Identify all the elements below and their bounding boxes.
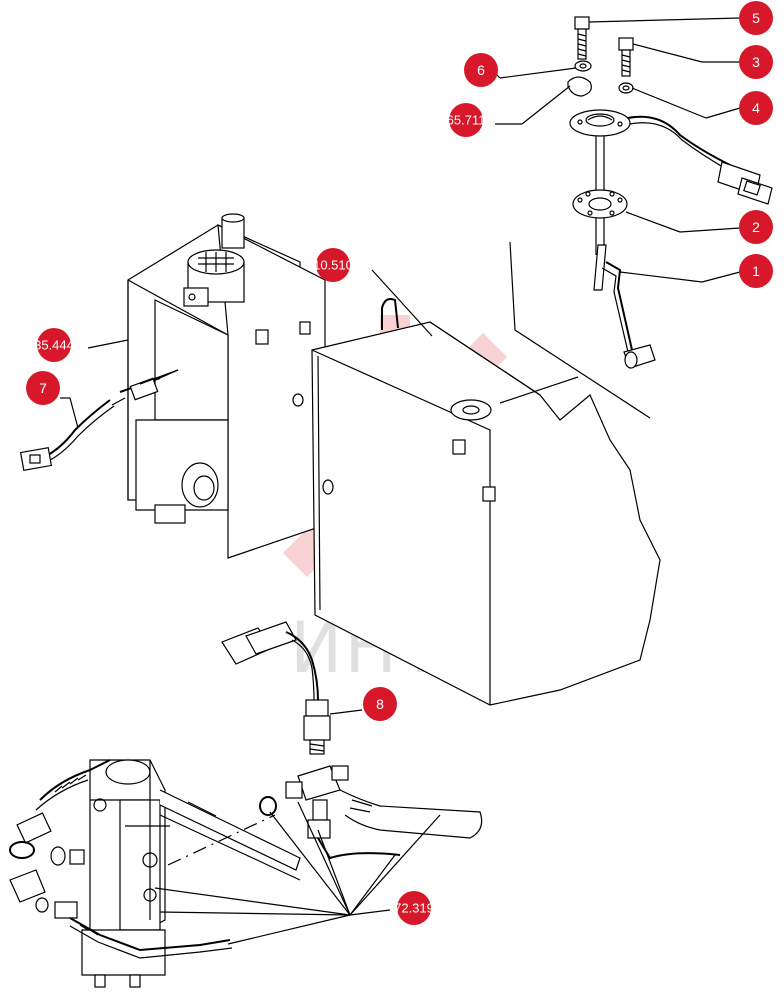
float-arm-part-1 [593, 244, 656, 369]
callout-6-label: 6 [477, 62, 485, 78]
ref-10510-label: 10.510 [313, 258, 353, 273]
sender-connector [717, 161, 773, 205]
valve-block [9, 759, 301, 988]
callout-5-label: 5 [752, 10, 760, 26]
callout-7-label: 7 [39, 380, 47, 396]
clamp [567, 76, 592, 97]
fuel-tank [292, 298, 661, 706]
ref-72319[interactable]: 72.319 [394, 891, 434, 925]
ref-10510[interactable]: 10.510 [313, 248, 353, 282]
callout-4[interactable]: 4 [739, 91, 773, 125]
ref-65711-label: 65.711 [447, 113, 486, 128]
bolt-part-5 [574, 16, 590, 60]
callout-3-label: 3 [752, 54, 760, 70]
bolt-part-3 [618, 37, 634, 77]
o-ring [9, 841, 35, 859]
washer-part-4 [618, 82, 634, 94]
hydraulic-tank [19, 213, 326, 559]
callout-2[interactable]: 2 [739, 210, 773, 244]
callout-7[interactable]: 7 [26, 371, 60, 405]
callout-1[interactable]: 1 [739, 254, 773, 288]
callout-2-label: 2 [752, 219, 760, 235]
ref-65711[interactable]: 65.711 [447, 103, 486, 137]
tank-port [181, 462, 219, 508]
ref-72319-label: 72.319 [394, 901, 434, 916]
callout-3[interactable]: 3 [739, 45, 773, 79]
gasket-part-2 [572, 189, 628, 219]
ref-35444[interactable]: 35.444 [34, 328, 74, 362]
callout-1-label: 1 [752, 263, 760, 279]
ref-35444-label: 35.444 [34, 338, 74, 353]
tank-sender-flange [450, 399, 492, 421]
sender-flange [569, 109, 631, 137]
callout-5[interactable]: 5 [739, 1, 773, 35]
axis-line [167, 814, 276, 866]
sensor-wire-part-7 [19, 377, 161, 471]
leader-lines-72319 [154, 801, 441, 945]
tee-fitting [259, 765, 483, 860]
callout-4-label: 4 [752, 100, 760, 116]
tank-pump [183, 249, 245, 307]
fuel-sender-assembly [567, 16, 773, 369]
callout-6[interactable]: 6 [464, 53, 498, 87]
callout-8-label: 8 [376, 696, 384, 712]
washer-part-6 [574, 60, 592, 72]
pressure-switch-part-8 [221, 621, 331, 755]
cutaway-outline [509, 241, 651, 419]
callout-8[interactable]: 8 [363, 687, 397, 721]
callout-leaders [60, 17, 741, 715]
